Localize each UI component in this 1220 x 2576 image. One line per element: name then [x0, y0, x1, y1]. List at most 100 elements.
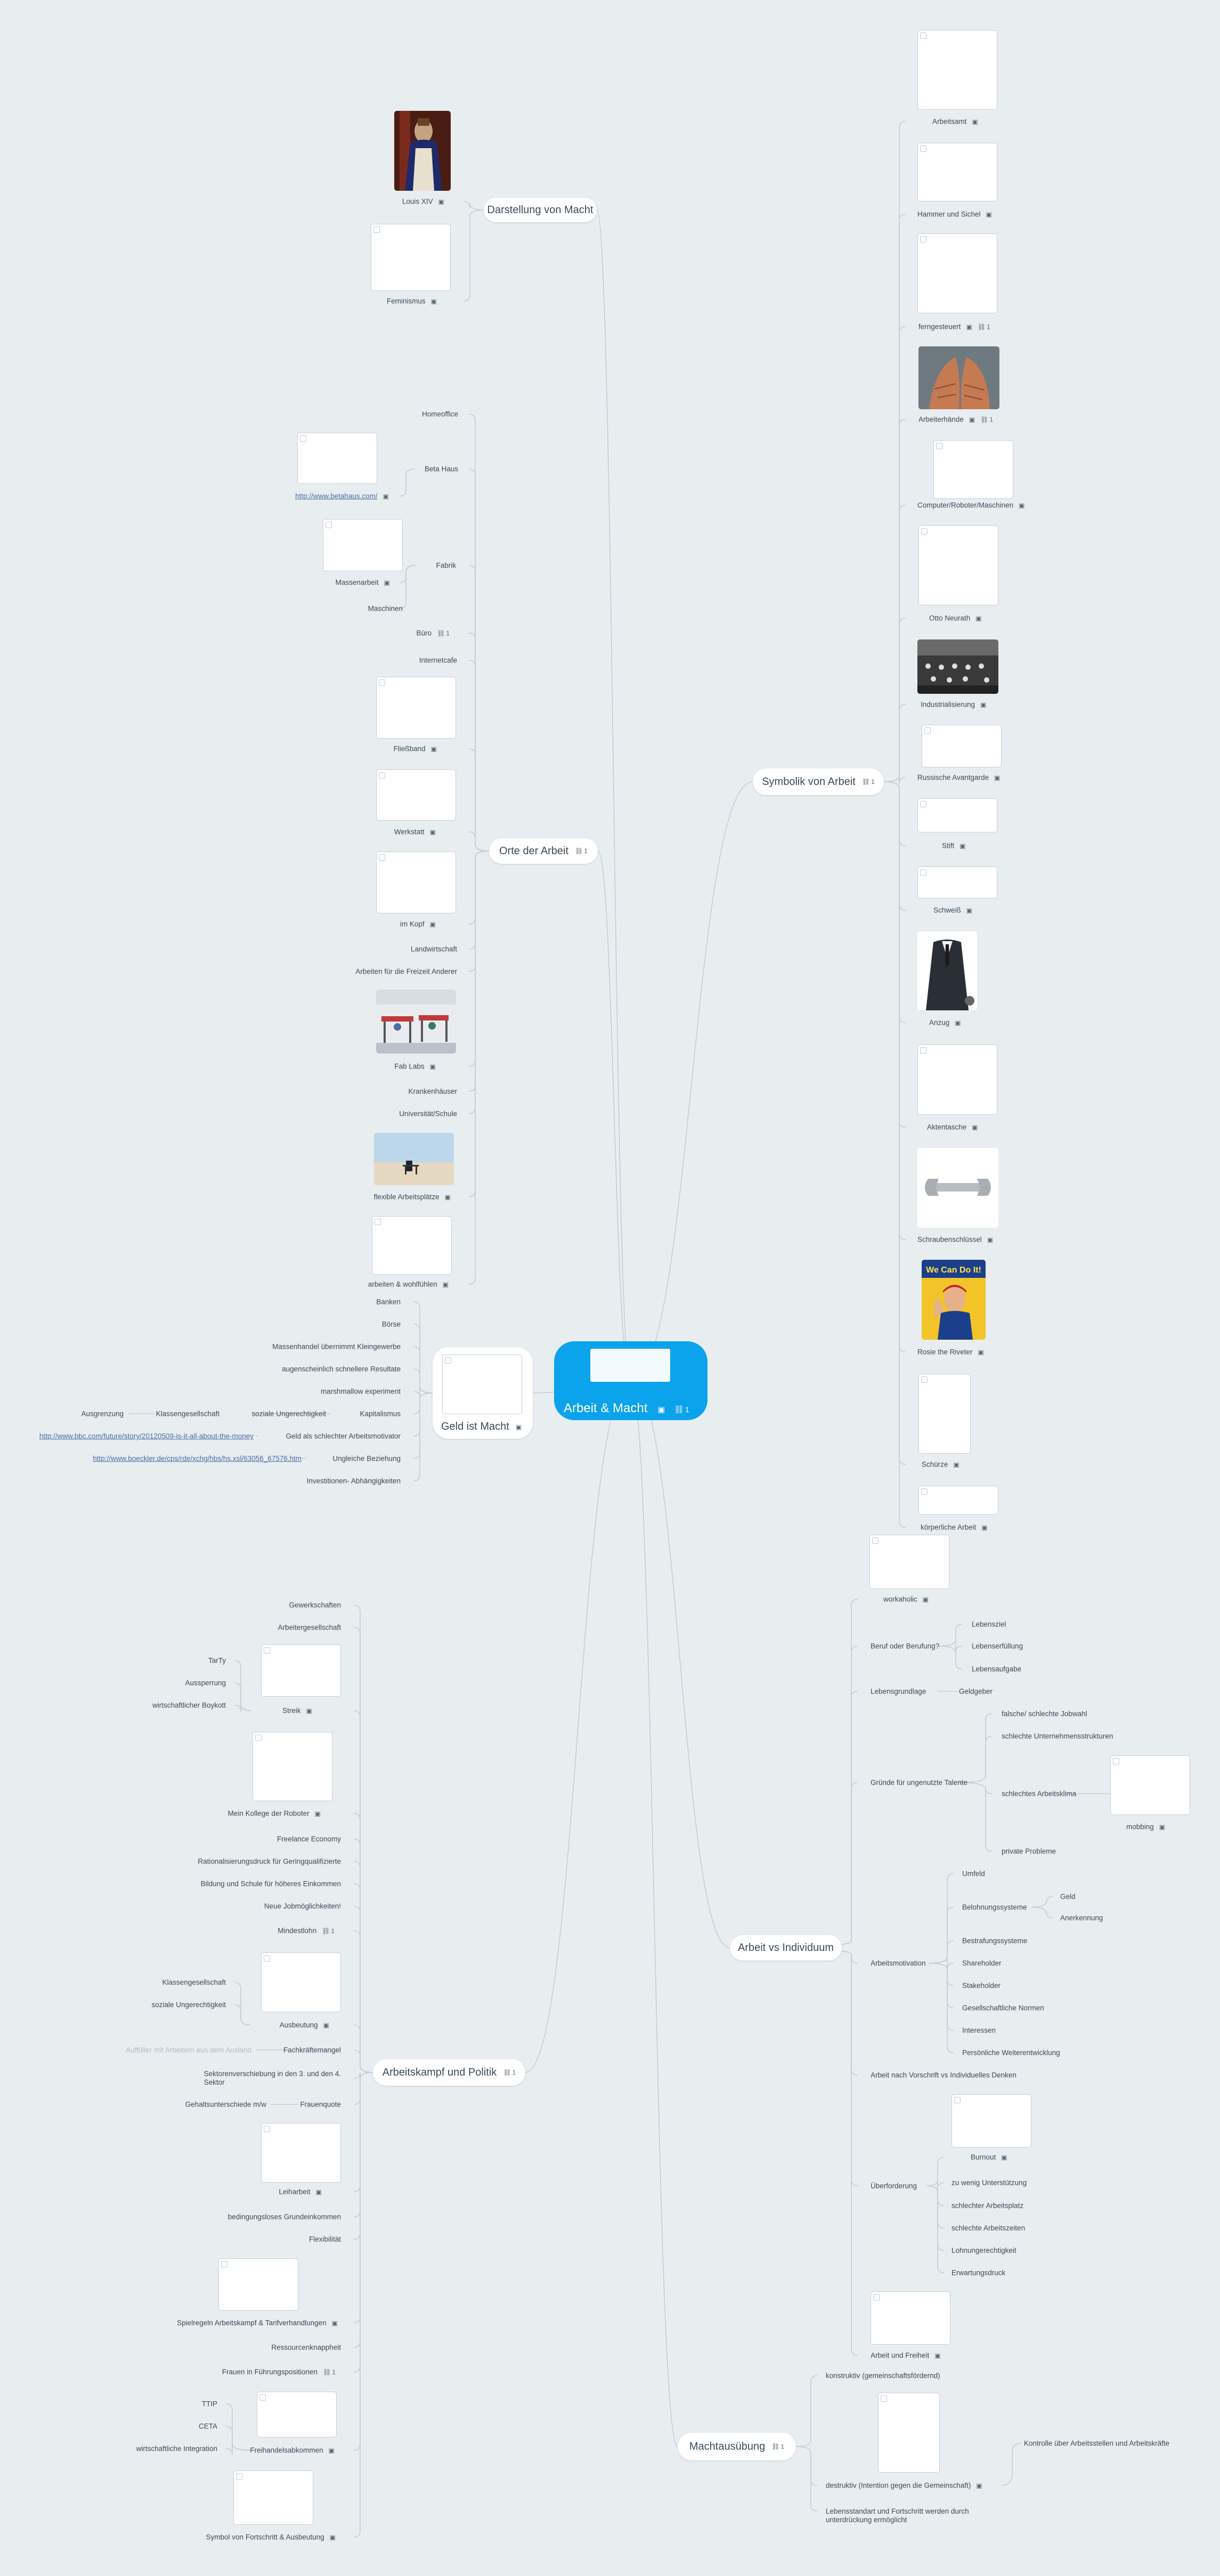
- individuum-geld[interactable]: Geld: [1060, 1892, 1076, 1901]
- orte-arbeiten-wohlfuehlen[interactable]: arbeiten & wohlfühlen▣: [368, 1280, 449, 1289]
- individuum-lebensziel[interactable]: Lebensziel: [972, 1620, 1006, 1629]
- individuum-geldgeber[interactable]: Geldgeber: [959, 1687, 993, 1696]
- individuum-arbeitsmotivation[interactable]: Arbeitsmotivation: [871, 1959, 926, 1967]
- betahaus-url-link[interactable]: http://www.betahaus.com/▣: [295, 492, 389, 500]
- individuum-lebensgrundlage[interactable]: Lebensgrundlage: [871, 1687, 926, 1696]
- geld-investitionen[interactable]: Investitionen- Abhängigkeiten: [306, 1477, 401, 1485]
- kampf-grundeinkommen[interactable]: bedingungsloses Grundeinkommen: [227, 2213, 341, 2221]
- bbc-url-link[interactable]: http://www.bbc.com/future/story/20120509…: [39, 1432, 254, 1440]
- symbolik-otto-neurath[interactable]: Otto Neurath▣: [929, 614, 982, 622]
- kampf-ausbeutung[interactable]: Ausbeutung▣: [279, 2021, 329, 2029]
- individuum-belohnungssysteme[interactable]: Belohnungssysteme: [962, 1903, 1027, 1911]
- individuum-anerkennung[interactable]: Anerkennung: [1060, 1914, 1103, 1922]
- individuum-unterstuetzung[interactable]: zu wenig Unterstützung: [951, 2178, 1027, 2187]
- symbolik-ferngesteuert[interactable]: ferngesteuert▣⛓1: [918, 322, 990, 331]
- individuum-bestrafungssysteme[interactable]: Bestrafungssysteme: [962, 1937, 1028, 1945]
- symbolik-schuerze[interactable]: Schürze▣: [922, 1460, 959, 1469]
- symbolik-hammer-und-sichel[interactable]: Hammer und Sichel▣: [917, 210, 992, 218]
- individuum-workaholic[interactable]: workaholic▣: [883, 1595, 929, 1603]
- individuum-arbeit-und-freiheit[interactable]: Arbeit und Freiheit▣: [871, 2351, 941, 2360]
- feminismus-label[interactable]: Feminismus▣: [386, 297, 437, 305]
- kampf-gewerkschaften[interactable]: Gewerkschaften: [289, 1601, 341, 1609]
- kampf-gehaltsunterschiede[interactable]: Gehaltsunterschiede m/w: [185, 2100, 266, 2109]
- individuum-erwartungsdruck[interactable]: Erwartungsdruck: [951, 2269, 1006, 2277]
- geld-ungleiche-beziehung[interactable]: Ungleiche Beziehung: [332, 1454, 401, 1463]
- node-orte-der-arbeit[interactable]: Orte der Arbeit⛓1: [489, 838, 598, 864]
- node-arbeit-vs-individuum[interactable]: Arbeit vs Individuum: [730, 1935, 842, 1961]
- individuum-mobbing[interactable]: mobbing▣: [1126, 1822, 1166, 1831]
- symbolik-stift[interactable]: Stift▣: [942, 841, 966, 850]
- kampf-mindestlohn[interactable]: Mindestlohn⛓1: [278, 1926, 335, 1935]
- symbolik-arbeitsamt[interactable]: Arbeitsamt▣: [932, 117, 978, 126]
- kampf-spielregeln[interactable]: Spielregeln Arbeitskampf & Tarifverhandl…: [177, 2319, 338, 2327]
- individuum-lebenserfuellung[interactable]: Lebenserfüllung: [972, 1642, 1023, 1650]
- kampf-sektoren[interactable]: Sektorenverschiebung in den 3. und den 4…: [204, 2070, 341, 2086]
- geld-boerse[interactable]: Börse: [381, 1320, 401, 1328]
- kampf-freelance[interactable]: Freelance Economy: [276, 1835, 341, 1843]
- node-arbeitskampf-und-politik[interactable]: Arbeitskampf und Politik⛓1: [373, 2059, 525, 2086]
- individuum-arbeitsklima[interactable]: schlechtes Arbeitsklima: [1002, 1789, 1077, 1798]
- macht-konstruktiv[interactable]: konstruktiv (gemeinschaftsfördernd): [826, 2371, 940, 2380]
- orte-fliessband[interactable]: Fließband▣: [393, 744, 437, 753]
- boeckler-url-link[interactable]: http://www.boeckler.de/cps/rde/xchg/hbs/…: [93, 1454, 302, 1463]
- kampf-frauen-fuehrung[interactable]: Frauen in Führungspositionen⛓1: [222, 2368, 336, 2376]
- kampf-bildung[interactable]: Bildung und Schule für höheres Einkommen: [200, 1880, 341, 1888]
- kampf-leiharbeit[interactable]: Leiharbeit▣: [279, 2188, 322, 2196]
- individuum-falsche-jobwahl[interactable]: falsche/ schlechte Jobwahl: [1002, 1710, 1087, 1718]
- kampf-symbol-fortschritt[interactable]: Symbol von Fortschritt & Ausbeutung▣: [206, 2533, 336, 2541]
- macht-lebensstandart[interactable]: Lebensstandart und Fortschritt werden du…: [826, 2507, 969, 2524]
- geld-ausgrenzung[interactable]: Ausgrenzung: [81, 1409, 124, 1418]
- kampf-frauenquote[interactable]: Frauenquote: [300, 2100, 341, 2109]
- kampf-ceta[interactable]: CETA: [198, 2422, 217, 2431]
- individuum-unternehmensstrukturen[interactable]: schlechte Unternehmensstrukturen: [1002, 1732, 1113, 1740]
- orte-massenarbeit[interactable]: Massenarbeit▣: [335, 578, 390, 587]
- individuum-beruf-oder-berufung[interactable]: Beruf oder Berufung?: [871, 1642, 940, 1650]
- symbolik-russische-avantgarde[interactable]: Russische Avantgarde▣: [917, 773, 1001, 782]
- orte-buero[interactable]: Büro⛓1: [416, 629, 450, 637]
- central-node[interactable]: Arbeit & Macht ▣ ⛓1: [554, 1341, 707, 1420]
- geld-massenhandel[interactable]: Massenhandel übernimmt Kleingewerbe: [272, 1342, 401, 1351]
- geld-motivator[interactable]: Geld als schlechter Arbeitsmotivator: [286, 1432, 401, 1440]
- individuum-lohnungerechtigkeit[interactable]: Lohnungerechtigkeit: [951, 2246, 1016, 2255]
- orte-fab-labs[interactable]: Fab Labs▣: [394, 1062, 436, 1071]
- individuum-stakeholder[interactable]: Stakeholder: [962, 1981, 1001, 1990]
- individuum-shareholder[interactable]: Shareholder: [962, 1959, 1002, 1967]
- geld-soziale-ungerechtigkeit[interactable]: soziale Ungerechtigkeit: [251, 1409, 326, 1418]
- kampf-klassengesellschaft[interactable]: Klassengesellschaft: [162, 1978, 226, 1987]
- kampf-rationalisierung[interactable]: Rationalisierungsdruck für Geringqualifi…: [198, 1857, 341, 1866]
- geld-klassengesellschaft[interactable]: Klassengesellschaft: [156, 1409, 219, 1418]
- orte-im-kopf[interactable]: im Kopf▣: [400, 920, 436, 928]
- individuum-burnout[interactable]: Burnout▣: [971, 2153, 1007, 2161]
- kampf-kollege-roboter[interactable]: Mein Kollege der Roboter▣: [227, 1809, 321, 1818]
- orte-landwirtschaft[interactable]: Landwirtschaft: [410, 945, 457, 953]
- node-machtausuebung[interactable]: Machtausübung⛓1: [678, 2433, 796, 2460]
- macht-kontrolle[interactable]: Kontrolle über Arbeitsstellen und Arbeit…: [1024, 2439, 1170, 2448]
- kampf-streik[interactable]: Streik▣: [282, 1706, 312, 1715]
- kampf-integration[interactable]: wirtschaftliche Integration: [136, 2444, 217, 2453]
- macht-destruktiv[interactable]: destruktiv (Intention gegen die Gemeinsc…: [826, 2481, 982, 2490]
- orte-universitaet[interactable]: Universität/Schule: [399, 1109, 457, 1118]
- orte-flexible-arbeitsplaetze[interactable]: flexible Arbeitsplätze▣: [373, 1193, 451, 1201]
- kampf-arbeitergesellschaft[interactable]: Arbeitergesellschaft: [278, 1623, 341, 1632]
- orte-freizeit[interactable]: Arbeiten für die Freizeit Anderer: [355, 967, 457, 976]
- kampf-aussperrung[interactable]: Aussperrung: [185, 1679, 226, 1687]
- individuum-arbeitsplatz[interactable]: schlechter Arbeitsplatz: [951, 2201, 1024, 2210]
- kampf-soziale-ungerechtigkeit[interactable]: soziale Ungerechtigkeit: [151, 2000, 226, 2009]
- kampf-tarif[interactable]: TarTy: [208, 1656, 226, 1665]
- orte-internetcafe[interactable]: Internetcafe: [419, 656, 457, 665]
- node-geld-ist-macht[interactable]: Geld ist Macht▣: [433, 1347, 533, 1439]
- node-symbolik-von-arbeit[interactable]: Symbolik von Arbeit⛓1: [753, 768, 884, 795]
- individuum-interessen[interactable]: Interessen: [962, 2026, 996, 2035]
- kampf-ressourcenknappheit[interactable]: Ressourcenknappheit: [271, 2343, 341, 2352]
- symbolik-aktentasche[interactable]: Aktentasche▣: [927, 1123, 978, 1131]
- symbolik-rosie-the-riveter[interactable]: Rosie the Riveter▣: [917, 1348, 984, 1356]
- symbolik-anzug[interactable]: Anzug▣: [929, 1018, 961, 1027]
- kampf-flexibilitaet[interactable]: Flexibilität: [308, 2235, 341, 2243]
- orte-maschinen[interactable]: Maschinen: [368, 604, 403, 613]
- symbolik-schweiss[interactable]: Schweiß▣: [933, 906, 973, 914]
- individuum-vorschrift[interactable]: Arbeit nach Vorschrift vs Individuelles …: [871, 2071, 1016, 2079]
- kampf-freihandelsabkommen[interactable]: Freihandelsabkommen▣: [250, 2446, 335, 2455]
- individuum-arbeitszeiten[interactable]: schlechte Arbeitszeiten: [951, 2224, 1026, 2232]
- individuum-gruende[interactable]: Gründe für ungenutzte Talente: [871, 1778, 968, 1787]
- symbolik-schraubenschluessel[interactable]: Schraubenschlüssel▣: [917, 1235, 994, 1244]
